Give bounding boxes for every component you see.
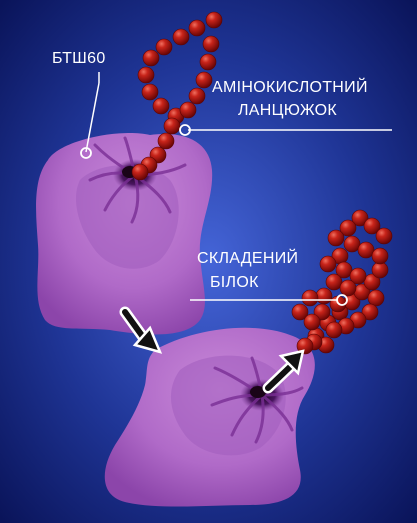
amino-acid-bead	[368, 290, 384, 306]
amino-acid-bead	[203, 36, 219, 52]
amino-acid-bead	[200, 54, 216, 70]
amino-acid-bead	[158, 133, 174, 149]
amino-acid-bead	[164, 118, 180, 134]
amino-acid-bead	[206, 12, 222, 28]
amino-acid-bead	[326, 274, 342, 290]
amino-acid-bead	[340, 280, 356, 296]
amino-acid-bead	[376, 228, 392, 244]
amino-acid-bead	[358, 242, 374, 258]
amino-acid-bead	[180, 102, 196, 118]
amino-acid-bead	[302, 290, 318, 306]
amino-acid-bead	[326, 322, 342, 338]
amino-acid-bead	[156, 39, 172, 55]
amino-acid-bead	[320, 256, 336, 272]
label-chain-line2: ЛАНЦЮЖОК	[238, 102, 337, 119]
amino-acid-bead	[153, 98, 169, 114]
label-chain-line1: АМІНОКИСЛОТНИЙ	[212, 77, 368, 96]
label-folded-line1: СКЛАДЕНИЙ	[197, 248, 298, 267]
amino-acid-bead	[143, 50, 159, 66]
amino-acid-bead	[304, 314, 320, 330]
chaperone-cell-top	[36, 133, 212, 334]
amino-acid-bead	[372, 262, 388, 278]
label-chaperone: БТШ60	[52, 50, 106, 67]
amino-acid-bead	[189, 20, 205, 36]
amino-acid-bead	[189, 88, 205, 104]
amino-acid-bead	[132, 164, 148, 180]
amino-acid-bead	[316, 288, 332, 304]
amino-acid-bead	[196, 72, 212, 88]
amino-acid-bead	[328, 230, 344, 246]
amino-acid-bead	[372, 248, 388, 264]
amino-acid-bead	[173, 29, 189, 45]
label-folded-line2: БІЛОК	[210, 274, 259, 291]
amino-acid-bead	[138, 67, 154, 83]
amino-acid-bead	[142, 84, 158, 100]
amino-acid-bead	[344, 236, 360, 252]
